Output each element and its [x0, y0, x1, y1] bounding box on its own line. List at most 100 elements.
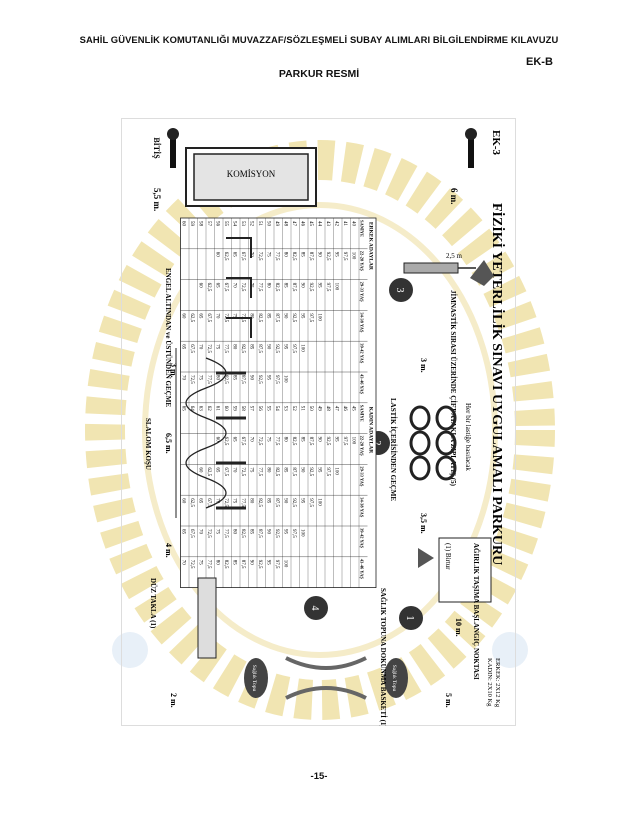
table-cell: 97,5 — [274, 375, 279, 384]
table-cell: 95 — [317, 283, 322, 289]
table-cell: 65 — [215, 283, 220, 289]
table-cell: 46 — [342, 406, 347, 412]
table-cell: 49 — [317, 406, 322, 412]
table-cell: 57 — [249, 406, 254, 412]
table-cell: 60 — [198, 467, 203, 473]
table-cell: 100 — [300, 529, 305, 537]
table-cell: 90 — [266, 529, 271, 535]
table-cell: 95 — [266, 375, 271, 381]
table-cell: 70 — [198, 344, 203, 350]
table-cell: 87,5 — [291, 467, 296, 476]
table-cell: 67,5 — [206, 313, 211, 322]
table-cell: 92,5 — [274, 344, 279, 353]
distance-label: 5,5 m. — [152, 188, 162, 211]
table-cell: 82,5 — [291, 437, 296, 446]
station-label: SLALOM KOŞU — [144, 418, 152, 470]
table-cell: 85 — [266, 498, 271, 504]
table-cell: 85 — [266, 313, 271, 319]
table-cell: 90 — [317, 437, 322, 443]
table-cell: 70 — [181, 375, 186, 381]
table-cell: 85 — [283, 283, 288, 289]
station-note: Her bir lastiğe basılacak — [464, 403, 472, 471]
table-cell: 75 — [232, 498, 237, 504]
table-cell: 97,5 — [325, 467, 330, 476]
diagram-title: FİZİKİ YETERLİLİK SINAVI UYGULAMALI PARK… — [489, 203, 506, 565]
table-cell: 100 — [334, 467, 339, 475]
commission-label: KOMİSYON — [227, 169, 276, 179]
table-cell: 80 — [249, 313, 254, 319]
table-cell: 67,5 — [223, 467, 228, 476]
table-cell: 50 — [308, 406, 313, 412]
table-cell: 65 — [181, 529, 186, 535]
distance-label: 3 m. — [169, 363, 178, 378]
table-cell: 63 — [198, 406, 203, 412]
table-cell: 100 — [283, 560, 288, 568]
table-cell: 47 — [291, 221, 296, 227]
table-cell: 62 — [206, 406, 211, 412]
table-cell: 95 — [334, 437, 339, 443]
table-cell: 50 — [266, 221, 271, 227]
table-cell: 53 — [283, 406, 288, 412]
table-cell: 90 — [283, 313, 288, 319]
table-cell: 75 — [215, 529, 220, 535]
table-cell: 80 — [283, 252, 288, 257]
table-cell: 65 — [232, 437, 237, 443]
table-header-cell: 34-38 YAŞ — [360, 312, 365, 333]
table-cell: 72,5 — [257, 252, 262, 261]
table-cell: 46 — [300, 221, 305, 227]
table-cell: 100 — [351, 437, 356, 445]
weight-label: ERKEK: 2X12 Kg — [494, 658, 501, 708]
station-label: (1) Birtur — [444, 543, 452, 570]
table-cell: 61 — [215, 406, 220, 412]
table-cell: 67,5 — [240, 252, 245, 261]
course-diagram: FİZİKİ YETERLİLİK SINAVI UYGULAMALI PARK… — [121, 118, 516, 773]
table-cell: 48 — [325, 406, 330, 412]
page-title: PARKUR RESMİ — [278, 68, 360, 80]
start-label: AĞIRLIK TAŞIMA BAŞLANGIÇ NOKTASI — [472, 543, 480, 680]
table-cell: 92,5 — [257, 375, 262, 384]
table-cell: 92,5 — [291, 313, 296, 322]
weight-label: KADIN: 2X10 Kg — [486, 658, 493, 707]
table-cell: 97,5 — [291, 529, 296, 538]
table-cell: 95 — [283, 529, 288, 535]
table-cell: 77,5 — [274, 437, 279, 446]
table-cell: 70 — [215, 313, 220, 319]
table-cell: 60 — [181, 221, 186, 227]
table-cell: 49 — [274, 221, 279, 227]
table-cell: 80 — [215, 560, 220, 566]
table-cell: 87,5 — [291, 283, 296, 292]
table-cell: 95 — [334, 252, 339, 257]
table-cell: 85 — [232, 560, 237, 566]
table-cell: 100 — [283, 375, 288, 383]
table-cell: 65 — [198, 313, 203, 319]
table-cell: 77,5 — [206, 560, 211, 569]
table-cell: 62,5 — [223, 252, 228, 261]
table-cell: 67,5 — [223, 283, 228, 292]
table-cell: 72,5 — [189, 560, 194, 569]
table-group-label: KADIN ADAYLAR — [368, 407, 374, 454]
table-cell: 100 — [317, 313, 322, 321]
table-cell: 60 — [181, 313, 186, 319]
distance-label: 3,5 m. — [419, 513, 428, 534]
table-cell: 90 — [317, 252, 322, 257]
table-cell: 87,5 — [240, 375, 245, 384]
table-cell: 60 — [181, 498, 186, 504]
table-cell: 90 — [300, 467, 305, 473]
table-cell: 80 — [215, 375, 220, 381]
table-cell: 72,5 — [189, 375, 194, 384]
table-cell: 51 — [257, 221, 262, 227]
station-label: JİMNASTİK SIRASI ÜZERİNDE ÇİFT AYAKLA ZI… — [449, 290, 457, 487]
table-cell: 72,5 — [206, 529, 211, 538]
table-cell: 77,5 — [206, 375, 211, 384]
table-cell: 45 — [351, 406, 356, 412]
table-cell: 72,5 — [206, 344, 211, 353]
table-cell: 48 — [283, 221, 288, 227]
station-label: LASTİK İÇERİSİNDEN GEÇME — [389, 398, 397, 501]
table-cell: 42 — [334, 221, 339, 227]
table-cell: 90 — [300, 283, 305, 289]
table-cell: 92,5 — [291, 498, 296, 507]
table-cell: 92,5 — [325, 437, 330, 446]
table-header-cell: 39-42 YAŞ — [360, 343, 365, 364]
distance-label: 2,5 m — [446, 252, 463, 260]
table-cell: 95 — [300, 313, 305, 319]
